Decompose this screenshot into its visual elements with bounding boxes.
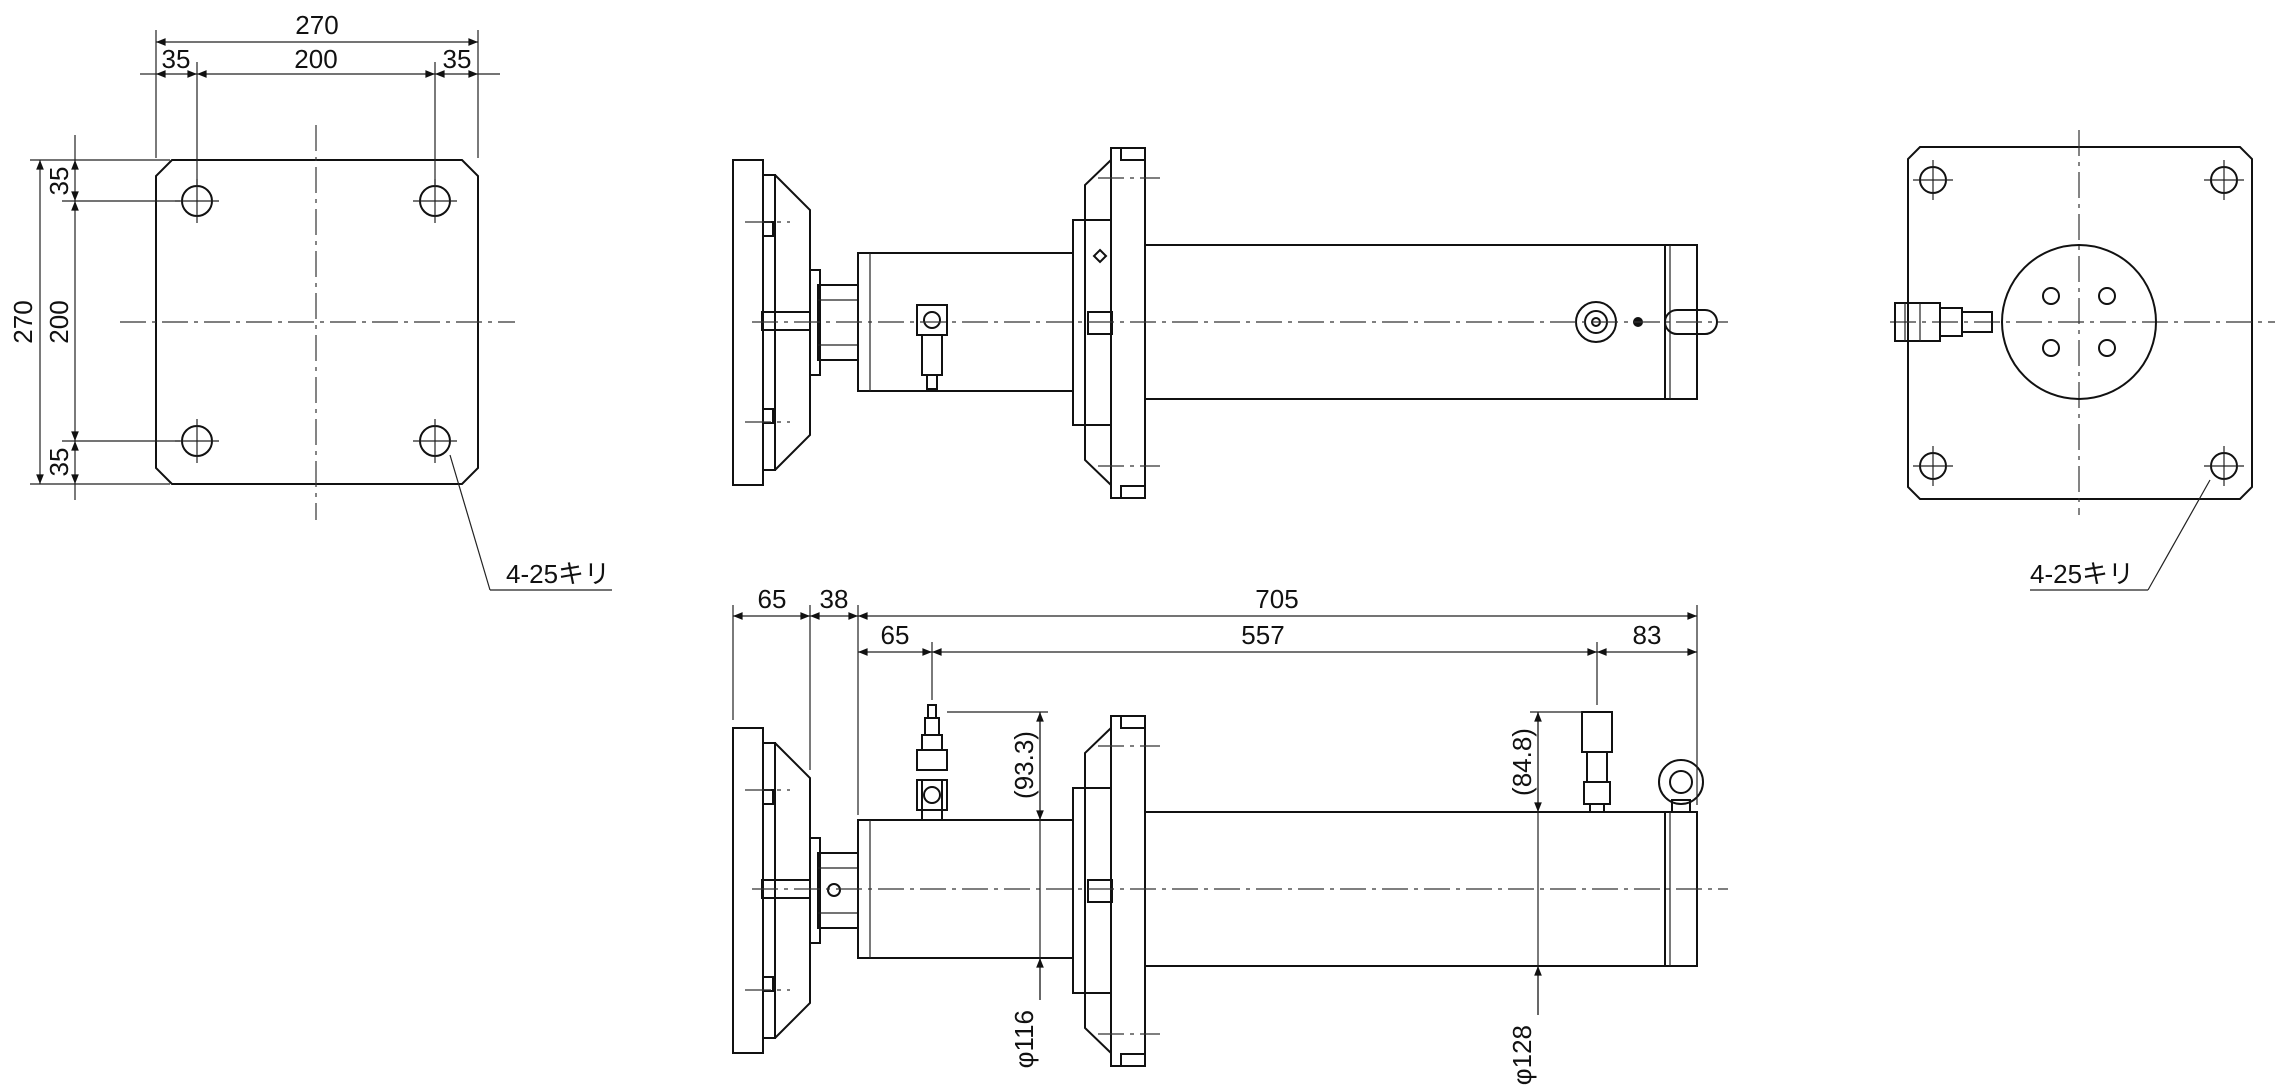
dim-84: (84.8) bbox=[1507, 728, 1537, 796]
bolt-hole bbox=[2204, 160, 2244, 200]
valve-stack bbox=[916, 704, 948, 821]
coupler-top bbox=[1581, 711, 1613, 813]
dim-top-left: 35 bbox=[162, 44, 191, 74]
front-elevation-view: 65 38 705 65 557 83 (93.3) φ116 (84.8) φ… bbox=[732, 584, 1728, 1085]
end-flange-outline bbox=[1907, 146, 2253, 500]
dim-side-bottom: 35 bbox=[44, 448, 74, 477]
dim-top-mid: 200 bbox=[294, 44, 337, 74]
dim-38: 38 bbox=[820, 584, 849, 614]
cylinder-end-circle bbox=[2001, 244, 2157, 400]
dim-557: 557 bbox=[1241, 620, 1284, 650]
dim-top-overall: 270 bbox=[295, 10, 338, 40]
bolt-hole bbox=[1913, 446, 1953, 486]
dim-705: 705 bbox=[1255, 584, 1298, 614]
bolt-hole bbox=[1913, 160, 1953, 200]
eye-bolt-ring bbox=[1658, 759, 1704, 805]
hole-note-left: 4-25キリ bbox=[506, 559, 610, 589]
dim-65-port: 65 bbox=[881, 620, 910, 650]
valve bbox=[916, 304, 948, 336]
dia-128: φ128 bbox=[1507, 1025, 1537, 1085]
dim-83: 83 bbox=[1633, 620, 1662, 650]
dim-side-mid: 200 bbox=[44, 300, 74, 343]
dim-side-top: 35 bbox=[44, 167, 74, 196]
dim-side-overall: 270 bbox=[8, 300, 38, 343]
bolt-hole bbox=[413, 419, 457, 463]
end-view: 4-25キリ bbox=[1890, 130, 2275, 591]
bolt-hole bbox=[2204, 446, 2244, 486]
coupler bbox=[1894, 302, 1993, 342]
flange-outline bbox=[155, 159, 479, 485]
dim-65-flange: 65 bbox=[758, 584, 787, 614]
dim-93: (93.3) bbox=[1009, 731, 1039, 799]
bolt-hole bbox=[413, 179, 457, 223]
dia-116: φ116 bbox=[1009, 1010, 1039, 1068]
left-flange-view: 270 35 200 35 270 35 200 35 4-25キリ bbox=[8, 10, 612, 591]
bolt-hole bbox=[175, 179, 219, 223]
hole-note-right: 4-25キリ bbox=[2030, 559, 2134, 589]
eye-bolt bbox=[1664, 309, 1718, 335]
dim-top-right: 35 bbox=[443, 44, 472, 74]
bolt-hole bbox=[175, 419, 219, 463]
mid-flange-plate bbox=[1110, 147, 1146, 499]
top-plan-view bbox=[732, 147, 1728, 499]
